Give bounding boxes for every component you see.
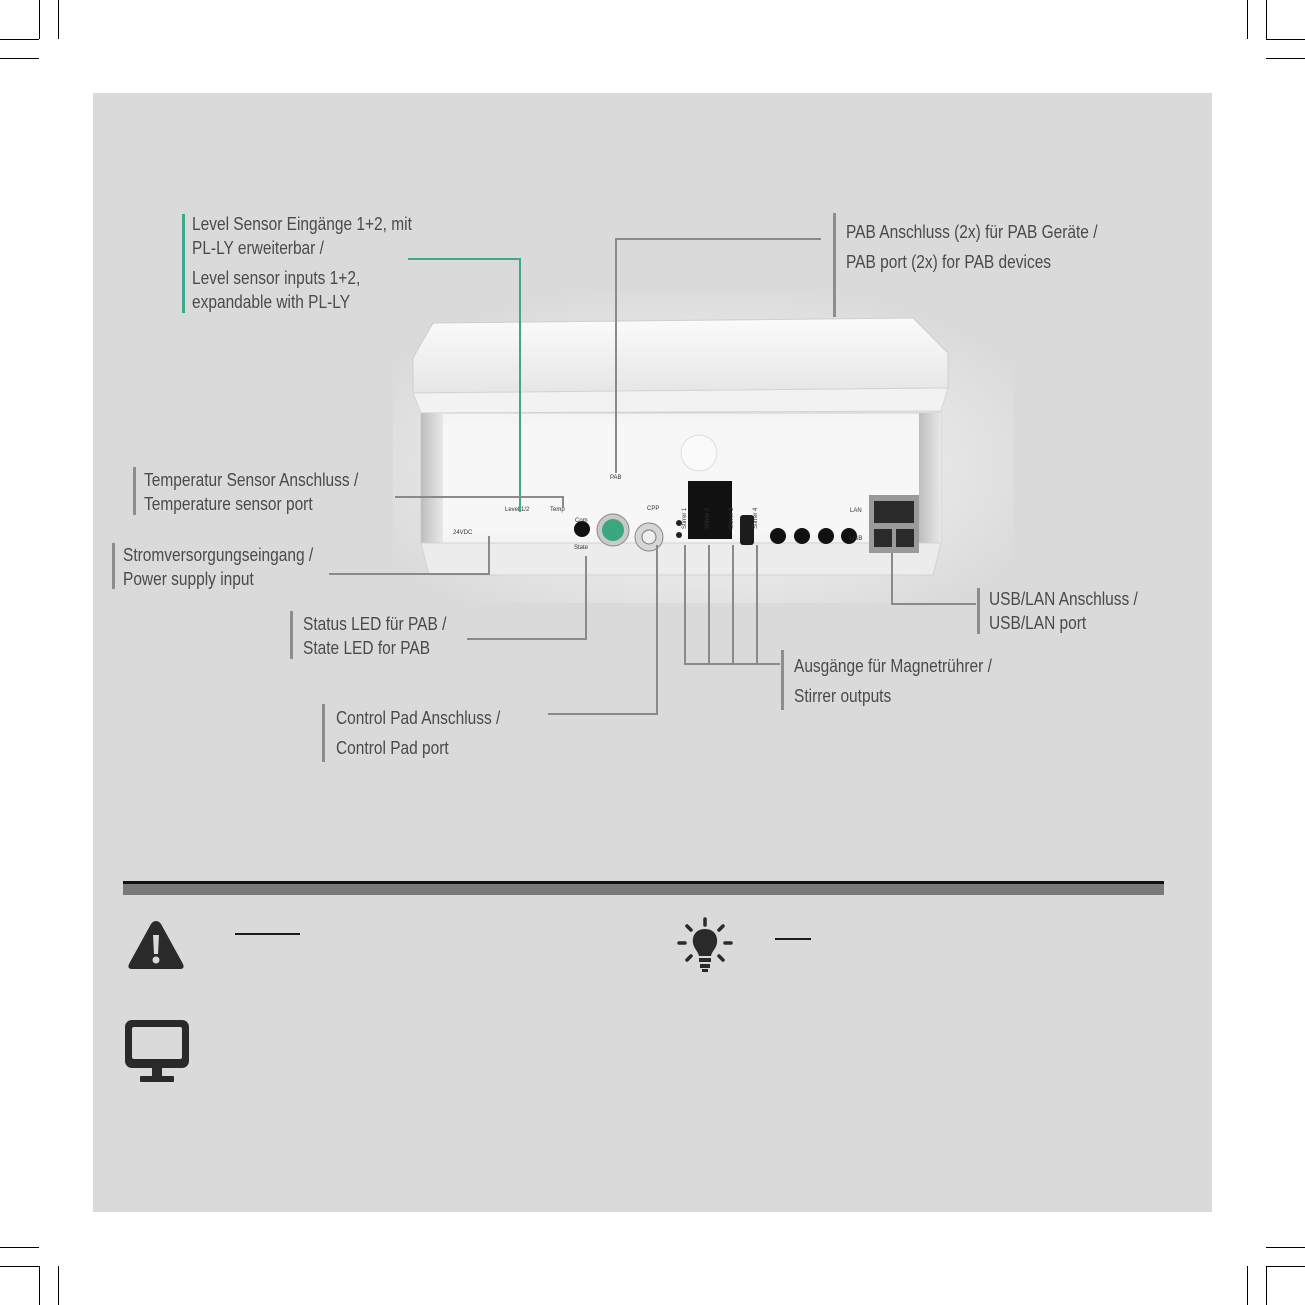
callout-pab: PAB Anschluss (2x) für PAB Geräte / PAB … [846, 217, 1098, 277]
leader-level-v [519, 258, 521, 512]
callout-pab-1: PAB Anschluss (2x) für PAB Geräte / [846, 222, 1098, 242]
callout-level-en-1: Level sensor inputs 1+2, [192, 268, 361, 288]
label-state: State [574, 545, 589, 551]
callout-temp-1: Temperatur Sensor Anschluss / [144, 470, 359, 490]
callout-level-en-2: expandable with PL-LY [192, 292, 351, 312]
callout-bar-stirrer [781, 650, 784, 710]
callout-bar-usblan [977, 588, 980, 634]
label-lan: LAN [850, 508, 862, 514]
leader-usb-v [891, 553, 893, 605]
content-panel: 24VDC Level 1/2 Temp Com State PAB CPP S… [93, 93, 1212, 1212]
callout-stirrer-2: Stirrer outputs [794, 686, 892, 706]
label-temp: Temp [550, 507, 565, 513]
leader-status-h [467, 638, 587, 640]
leader-stirrer-3 [732, 545, 734, 665]
callout-control: Control Pad Anschluss / Control Pad port [336, 703, 500, 763]
callout-usblan-1: USB/LAN Anschluss / [989, 589, 1138, 609]
callout-power-1: Stromversorgungseingang / [123, 545, 314, 565]
monitor-icon [125, 1020, 189, 1082]
callout-bar-power [112, 543, 115, 589]
callout-level: Level Sensor Eingänge 1+2, mit PL-LY erw… [192, 212, 412, 314]
callout-usblan: USB/LAN Anschluss / USB/LAN port [989, 587, 1138, 635]
leader-stirrer-4 [756, 545, 758, 665]
callout-control-1: Control Pad Anschluss / [336, 708, 501, 728]
label-usb: USB [850, 536, 863, 542]
callout-temp-2: Temperature sensor port [144, 494, 313, 514]
leader-stirrer-2 [708, 545, 710, 665]
callout-level-de-1: Level Sensor Eingänge 1+2, mit [192, 214, 412, 234]
callout-power-2: Power supply input [123, 569, 254, 589]
label-cpp: CPP [647, 506, 660, 512]
callout-pab-2: PAB port (2x) for PAB devices [846, 252, 1052, 272]
callout-level-de-2: PL-LY erweiterbar / [192, 238, 324, 258]
leader-temp-v [562, 496, 564, 508]
warning-triangle-icon [128, 921, 184, 969]
leader-level-h [408, 258, 520, 260]
label-stirrer-4: Stirrer 4 [753, 507, 759, 529]
lightbulb-icon [677, 917, 733, 972]
leader-control-h [548, 713, 658, 715]
callout-power: Stromversorgungseingang / Power supply i… [123, 543, 313, 591]
leader-pab-v [615, 238, 617, 473]
leader-stirrer-1 [684, 545, 686, 665]
callout-temp: Temperatur Sensor Anschluss / Temperatur… [144, 468, 358, 516]
callout-bar-temp [133, 467, 136, 515]
callout-status-1: Status LED für PAB / [303, 614, 447, 634]
label-pab: PAB [610, 475, 622, 481]
warning-note-link[interactable] [235, 933, 300, 935]
label-stirrer-1: Stirrer 1 [682, 507, 688, 529]
callout-status-2: State LED for PAB [303, 638, 431, 658]
label-level: Level 1/2 [505, 507, 530, 513]
callout-bar-control [322, 704, 325, 762]
leader-power-h [329, 573, 489, 575]
callout-bar-level [182, 214, 185, 313]
callout-bar-pab [833, 213, 836, 317]
callout-stirrer: Ausgänge für Magnetrührer / Stirrer outp… [794, 651, 992, 711]
leader-pab-h [615, 238, 821, 240]
callout-bar-status [290, 611, 293, 659]
label-stirrer-3: Stirrer 3 [729, 507, 735, 529]
leader-control-v [656, 545, 658, 715]
device-illustration [393, 293, 1013, 603]
callout-usblan-2: USB/LAN port [989, 613, 1087, 633]
label-24vdc: 24VDC [453, 530, 473, 536]
leader-temp-h [395, 496, 563, 498]
callout-stirrer-1: Ausgänge für Magnetrührer / [794, 656, 992, 676]
lan-usb-ports [869, 495, 919, 553]
section-divider [123, 881, 1164, 895]
label-com: Com [575, 518, 588, 524]
label-stirrer-2: Stirrer 2 [705, 507, 711, 529]
leader-power-v [488, 536, 490, 575]
leader-usb-h [892, 603, 976, 605]
callout-control-2: Control Pad port [336, 738, 449, 758]
callout-status: Status LED für PAB / State LED for PAB [303, 612, 446, 660]
leader-status-v [585, 556, 587, 640]
tip-note-link[interactable] [775, 938, 811, 940]
